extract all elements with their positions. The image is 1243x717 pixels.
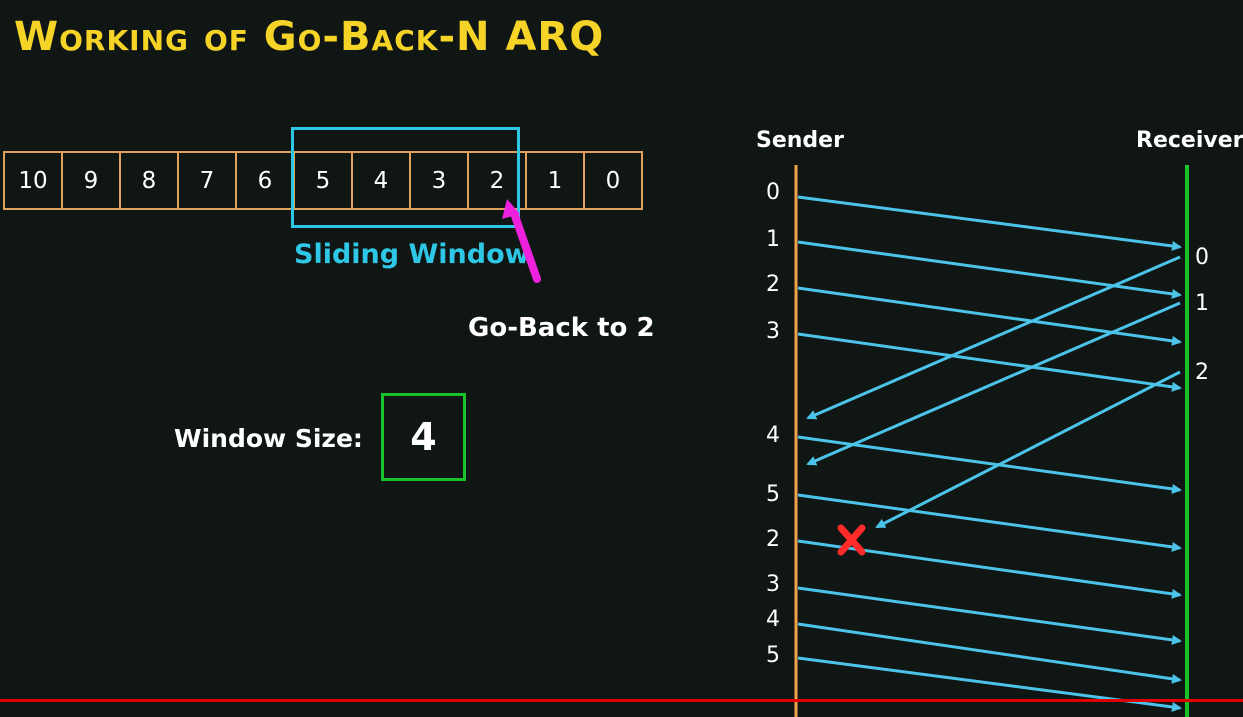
data-frame-arrow: [797, 240, 1182, 299]
data-frame-arrow: [797, 195, 1182, 251]
window-size-value: 4: [381, 393, 466, 481]
page-title: Working of Go-Back-N ARQ: [14, 14, 605, 60]
sender-frame-number: 5: [766, 643, 780, 668]
receiver-ack-number: 1: [1195, 291, 1209, 316]
data-frame-arrow: [797, 286, 1182, 346]
sender-frame-number: 4: [766, 607, 780, 632]
sender-frame-number: 5: [766, 482, 780, 507]
sender-label: Sender: [756, 128, 844, 153]
frame-cell-6: 6: [237, 153, 295, 208]
sliding-window-label: Sliding Window: [294, 239, 530, 270]
sliding-window-box: [291, 127, 520, 228]
ack-arrow: [806, 301, 1181, 466]
frame-cell-2: 2: [469, 153, 527, 208]
lost-frame-marker: [837, 524, 866, 556]
frame-cell-5: 5: [295, 153, 353, 208]
sender-frame-number: 3: [766, 572, 780, 597]
ack-arrow: [806, 255, 1181, 420]
sender-frame-number: 2: [766, 272, 780, 297]
sender-frame-number: 4: [766, 423, 780, 448]
data-frame-arrow: [797, 435, 1182, 494]
data-frame-arrow: [797, 622, 1182, 684]
frame-cell-1: 1: [527, 153, 585, 208]
frame-cell-9: 9: [63, 153, 121, 208]
sender-frame-number: 0: [766, 180, 780, 205]
frame-cell-7: 7: [179, 153, 237, 208]
frame-cell-4: 4: [353, 153, 411, 208]
frame-cell-10: 10: [5, 153, 63, 208]
data-frame-arrow: [797, 586, 1182, 645]
frame-cell-3: 3: [411, 153, 469, 208]
receiver-ack-number: 2: [1195, 360, 1209, 385]
window-size-label: Window Size:: [174, 424, 363, 453]
receiver-label: Receiver: [1136, 128, 1243, 153]
bottom-progress-line: [0, 699, 1243, 702]
data-frame-arrow: [797, 332, 1182, 392]
sender-frame-number: 2: [766, 527, 780, 552]
go-back-pointer-arrow: [502, 199, 541, 283]
receiver-ack-number: 0: [1195, 245, 1209, 270]
data-frame-arrow: [797, 493, 1182, 552]
go-back-label: Go-Back to 2: [468, 313, 655, 343]
frame-arrows: [797, 195, 1182, 712]
ack-arrow: [875, 370, 1181, 529]
frame-cell-0: 0: [605, 167, 621, 194]
frame-cell-8: 8: [121, 153, 179, 208]
sender-frame-number: 3: [766, 319, 780, 344]
sender-frame-number: 1: [766, 227, 780, 252]
